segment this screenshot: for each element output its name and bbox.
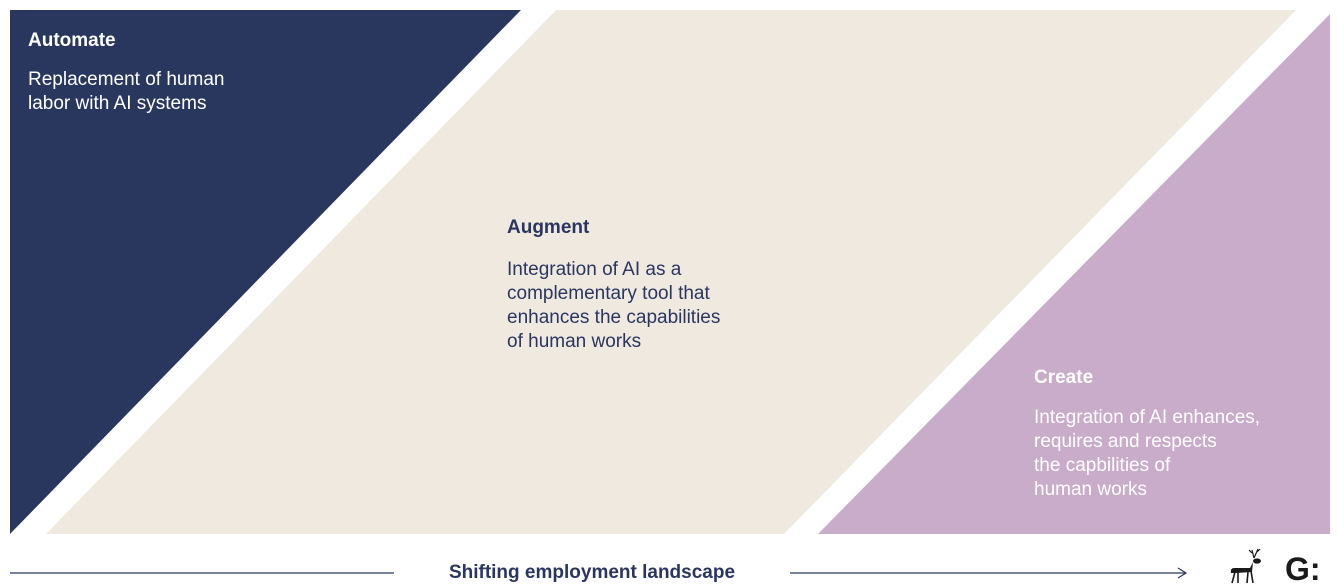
automate-panel (10, 10, 521, 534)
automate-title: Automate (28, 30, 116, 51)
augment-description: Integration of AI as a complementary too… (507, 258, 807, 355)
create-description-line: the capbilities of (1034, 455, 1171, 477)
augment-text-block: Augment Integration of AI as a complemen… (507, 217, 807, 354)
automate-description-line: labor with AI systems (28, 92, 207, 114)
augment-description-line: of human works (507, 331, 642, 353)
create-text-block: Create Integration of AI enhances, requi… (1034, 367, 1324, 502)
create-description-line: requires and respects (1034, 430, 1217, 452)
automate-text-block: Automate Replacement of human labor with… (28, 30, 308, 116)
augment-description-line: Integration of AI as a (507, 258, 682, 280)
augment-description-line: complementary tool that (507, 282, 710, 304)
reindeer-icon (1230, 548, 1261, 584)
footer-arrowhead (1177, 567, 1188, 579)
augment-panel (46, 10, 1296, 534)
create-description: Integration of AI enhances, requires and… (1034, 406, 1324, 503)
create-title: Create (1034, 367, 1094, 388)
footer-label: Shifting employment landscape (448, 562, 736, 583)
create-description-line: Integration of AI enhances, (1034, 406, 1261, 428)
automate-description: Replacement of human labor with AI syste… (28, 68, 308, 116)
create-description-line: human works (1034, 479, 1147, 501)
automate-description-line: Replacement of human (28, 68, 225, 90)
create-panel (818, 14, 1330, 534)
augment-title: Augment (507, 217, 590, 238)
logo-text: G: (1285, 551, 1321, 586)
augment-description-line: enhances the capabilities (507, 307, 721, 329)
